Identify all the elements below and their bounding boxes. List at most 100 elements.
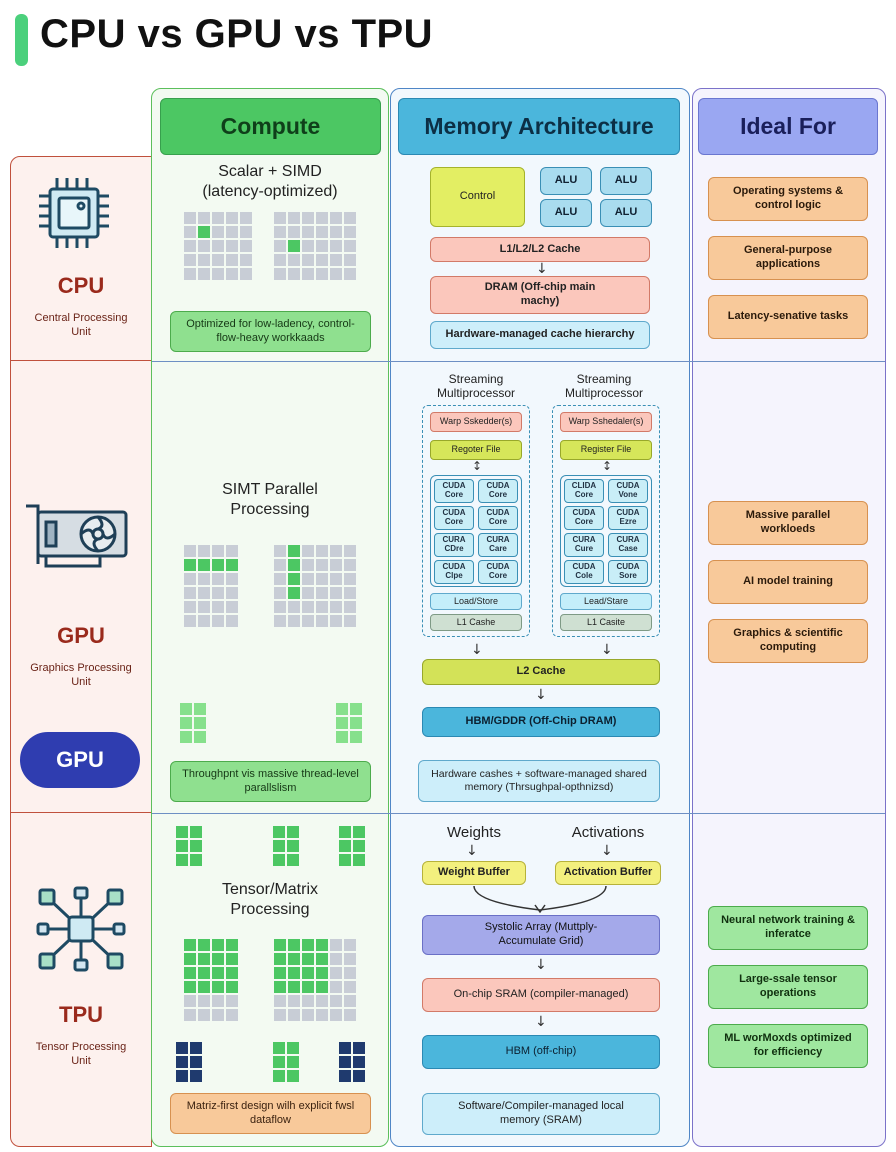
grid-cell xyxy=(302,1009,314,1021)
tpu-name: TPU xyxy=(59,1002,103,1027)
grid-cell xyxy=(330,545,342,557)
grid-cell xyxy=(180,717,192,729)
grid-cell xyxy=(198,545,210,557)
cpu-alu: ALU xyxy=(540,167,592,195)
grid-cell xyxy=(353,826,365,838)
grid-cell xyxy=(176,1042,188,1054)
gpu-badge: GPU xyxy=(20,732,140,788)
grid-cell xyxy=(316,268,328,280)
grid-cell xyxy=(344,601,356,613)
grid-cell xyxy=(302,545,314,557)
grid-cell xyxy=(353,854,365,866)
systolic-array-box: Systolic Array (Muttply-Accumulate Grid) xyxy=(422,915,660,955)
grid-cell xyxy=(316,226,328,238)
tpu-compute-note: Matriz-first design wilh explicit fwsl d… xyxy=(170,1093,371,1134)
grid-cell xyxy=(176,826,188,838)
cpu-alu: ALU xyxy=(540,199,592,227)
arrow-down-icon: ↓ xyxy=(471,642,483,658)
grid-cell xyxy=(344,981,356,993)
compute-header: Compute xyxy=(160,98,381,155)
grid-cell xyxy=(240,254,252,266)
grid-cell xyxy=(274,995,286,1007)
cuda-core: CUDA Clpe xyxy=(434,560,474,584)
grid-cell xyxy=(302,226,314,238)
arrow-down-icon: ↓ xyxy=(536,261,548,277)
grid-cell xyxy=(339,826,351,838)
grid-cell xyxy=(330,559,342,571)
grid-cell xyxy=(212,226,224,238)
grid-cell xyxy=(288,254,300,266)
grid-cell xyxy=(226,967,238,979)
grid-cell xyxy=(184,615,196,627)
grid-cell xyxy=(198,559,210,571)
cuda-core: CUDA Sore xyxy=(608,560,648,584)
grid-cell xyxy=(344,559,356,571)
grid-cell xyxy=(198,995,210,1007)
gpu-compute-note: Throughpnt vis massive thread-level para… xyxy=(170,761,371,802)
grid-cell xyxy=(273,826,285,838)
arrow-down-icon: ↓ xyxy=(601,843,613,859)
cpu-chip-icon xyxy=(39,178,109,248)
grid-cell xyxy=(316,981,328,993)
grid-cell xyxy=(212,995,224,1007)
grid-cell xyxy=(353,1042,365,1054)
grid-cell xyxy=(302,212,314,224)
grid-cell xyxy=(287,1070,299,1082)
grid-cell xyxy=(353,840,365,852)
grid-cell xyxy=(302,967,314,979)
cuda-core: CLIDA Core xyxy=(564,479,604,503)
grid-cell xyxy=(176,1056,188,1068)
grid-cell xyxy=(353,1070,365,1082)
cpu-name: CPU xyxy=(57,273,105,298)
grid-cell xyxy=(190,1056,202,1068)
grid-cell xyxy=(226,212,238,224)
grid-cell xyxy=(198,967,210,979)
grid-cell xyxy=(344,254,356,266)
grid-cell xyxy=(287,840,299,852)
grid-cell xyxy=(302,240,314,252)
grid-cell xyxy=(287,1056,299,1068)
grid-cell xyxy=(226,981,238,993)
grid-cell xyxy=(288,240,300,252)
grid-cell xyxy=(344,995,356,1007)
tpu-hbm-box: HBM (off-chip) xyxy=(422,1035,660,1069)
grid-cell xyxy=(288,939,300,951)
grid-cell xyxy=(190,1042,202,1054)
cpu-dram-box: DRAM (Off-chip main machy) xyxy=(430,276,650,314)
grid-cell xyxy=(198,601,210,613)
tpu-matrix-right xyxy=(274,939,356,1021)
grid-cell xyxy=(212,601,224,613)
grid-cell xyxy=(198,212,210,224)
gpu-compute-title: SIMT Parallel Processing xyxy=(222,481,318,518)
grid-cell xyxy=(226,953,238,965)
grid-cell xyxy=(184,212,196,224)
cuda-core: CURA CDre xyxy=(434,533,474,557)
grid-cell xyxy=(288,995,300,1007)
grid-cell xyxy=(274,1009,286,1021)
cuda-core: CUDA Core xyxy=(564,506,604,530)
gpu-name: GPU xyxy=(57,623,105,648)
grid-cell xyxy=(344,1009,356,1021)
cpu-cache-box: L1/L2/L2 Cache xyxy=(430,237,650,262)
grid-cell xyxy=(350,703,362,715)
grid-cell xyxy=(339,1042,351,1054)
grid-cell xyxy=(339,840,351,852)
grid-cell xyxy=(198,240,210,252)
grid-cell xyxy=(212,240,224,252)
grid-cell xyxy=(226,240,238,252)
arrow-down-icon: ↓ xyxy=(535,957,547,973)
cpu-grid-left xyxy=(184,212,264,292)
grid-cell xyxy=(198,268,210,280)
grid-cell xyxy=(180,731,192,743)
grid-cell xyxy=(184,545,196,557)
tpu-bottom-grid-3 xyxy=(339,1042,367,1084)
grid-cell xyxy=(184,981,196,993)
grid-cell xyxy=(198,939,210,951)
grid-cell xyxy=(344,226,356,238)
register-file-right: Register File xyxy=(560,440,652,460)
grid-cell xyxy=(184,939,196,951)
grid-cell xyxy=(273,854,285,866)
arrow-down-icon: ↓ xyxy=(601,642,613,658)
grid-cell xyxy=(212,615,224,627)
cuda-core: CUDA Core xyxy=(478,506,518,530)
